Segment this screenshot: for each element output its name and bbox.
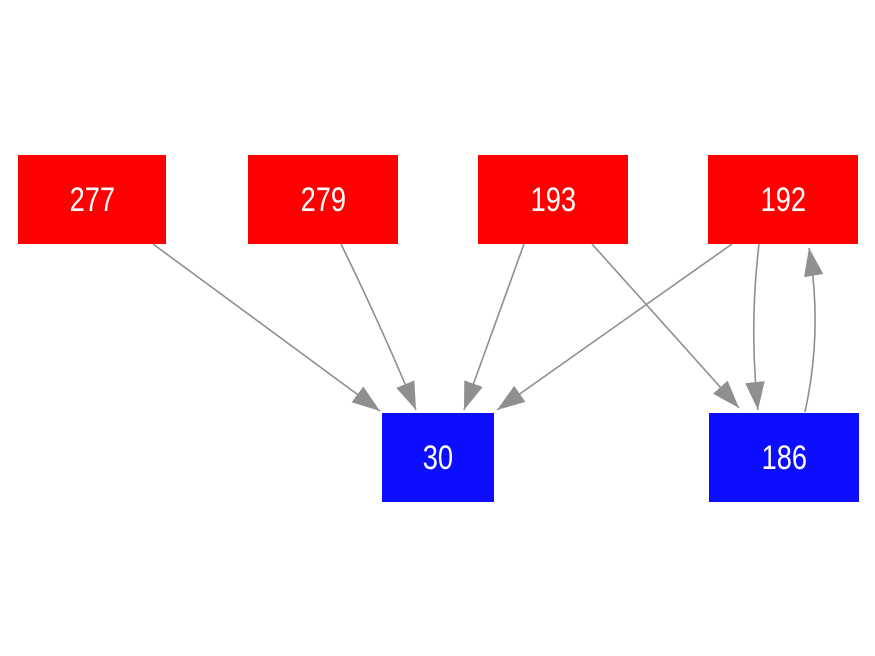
node-30-label: 30 bbox=[422, 438, 454, 477]
node-277: 277 bbox=[18, 155, 166, 244]
node-192: 192 bbox=[708, 155, 858, 244]
node-30: 30 bbox=[382, 413, 494, 502]
edge-186-to-192 bbox=[804, 247, 824, 413]
node-186-label: 186 bbox=[761, 438, 807, 477]
node-193: 193 bbox=[478, 155, 628, 244]
edge-192-to-186 bbox=[745, 243, 765, 411]
node-192-label: 192 bbox=[760, 180, 806, 219]
node-279: 279 bbox=[248, 155, 398, 244]
edge-193-to-30 bbox=[463, 243, 525, 411]
edge-279-to-30 bbox=[340, 243, 417, 411]
edge-277-to-30 bbox=[152, 243, 381, 412]
node-186: 186 bbox=[709, 413, 859, 502]
edge-193-to-186 bbox=[591, 243, 740, 409]
node-277-label: 277 bbox=[69, 180, 115, 219]
node-279-label: 279 bbox=[300, 180, 346, 219]
edge-192-to-30 bbox=[496, 243, 733, 411]
node-193-label: 193 bbox=[530, 180, 576, 219]
